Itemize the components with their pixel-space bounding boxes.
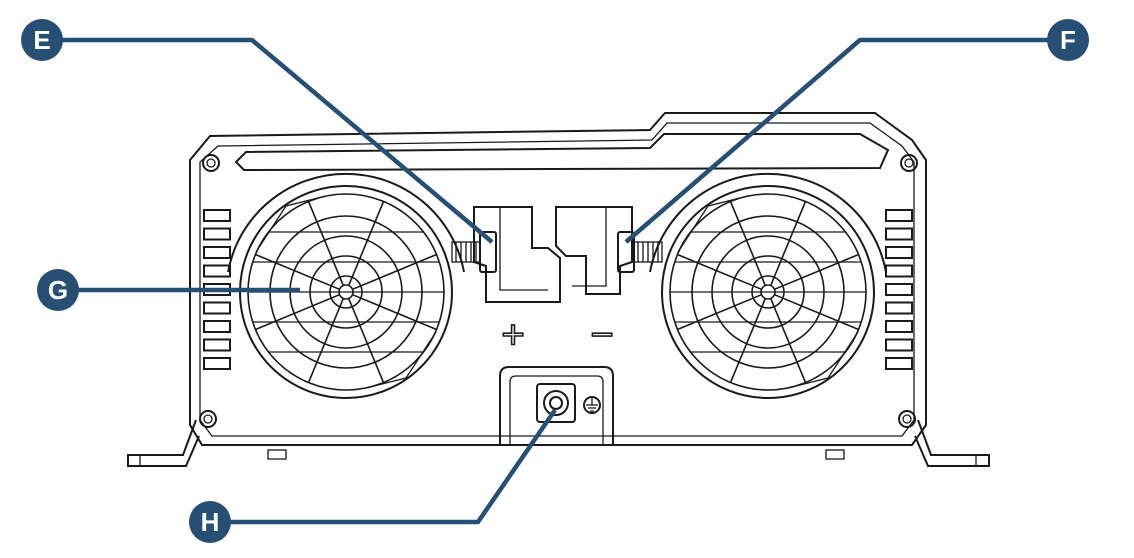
positive-symbol: + [501,313,524,357]
fan-grill-icon [649,172,887,399]
leader-line-e [55,37,494,244]
housing [189,112,927,446]
vent-slot [885,227,913,241]
mounting-foot-left [127,419,200,467]
side-vents-right [885,209,913,370]
rubber-pad-left [267,449,287,460]
callout-e: E [21,19,63,61]
screw-icon [900,154,918,172]
callout-h: H [189,501,231,543]
positive-terminal [451,206,561,303]
vent-slot [203,320,231,333]
vent-slot [885,301,913,315]
screw-icon [202,154,220,172]
screw-icon [898,410,916,428]
svg-text:H: H [201,507,220,537]
vent-slot [203,209,231,222]
negative-terminal [555,206,663,295]
svg-text:G: G [48,275,68,305]
vent-slot [885,264,913,278]
vent-slot [885,357,913,370]
vent-slot [203,301,231,315]
vent-slot [203,357,231,370]
svg-text:F: F [1060,25,1076,55]
ground-terminal-block [499,366,614,445]
vent-slot [885,283,913,296]
leader-line-h [210,408,557,525]
leader-line-f [624,37,1067,244]
negative-symbol: − [590,313,613,357]
mounting-foot-right [914,419,990,467]
callout-f: F [1047,19,1089,61]
fan-grill-icon [227,172,465,399]
ground-symbol-icon [583,396,601,414]
screw-icon [199,410,217,428]
vent-slot [885,338,913,352]
vent-slot [203,227,231,241]
svg-text:E: E [33,25,50,55]
rubber-pad-right [825,449,845,460]
callout-g: G [37,269,79,311]
vent-slot [885,320,913,333]
vent-slot [203,246,231,259]
vent-slot [885,209,913,222]
vent-slot [203,264,231,278]
vent-slot [203,338,231,352]
vent-slot [885,246,913,259]
